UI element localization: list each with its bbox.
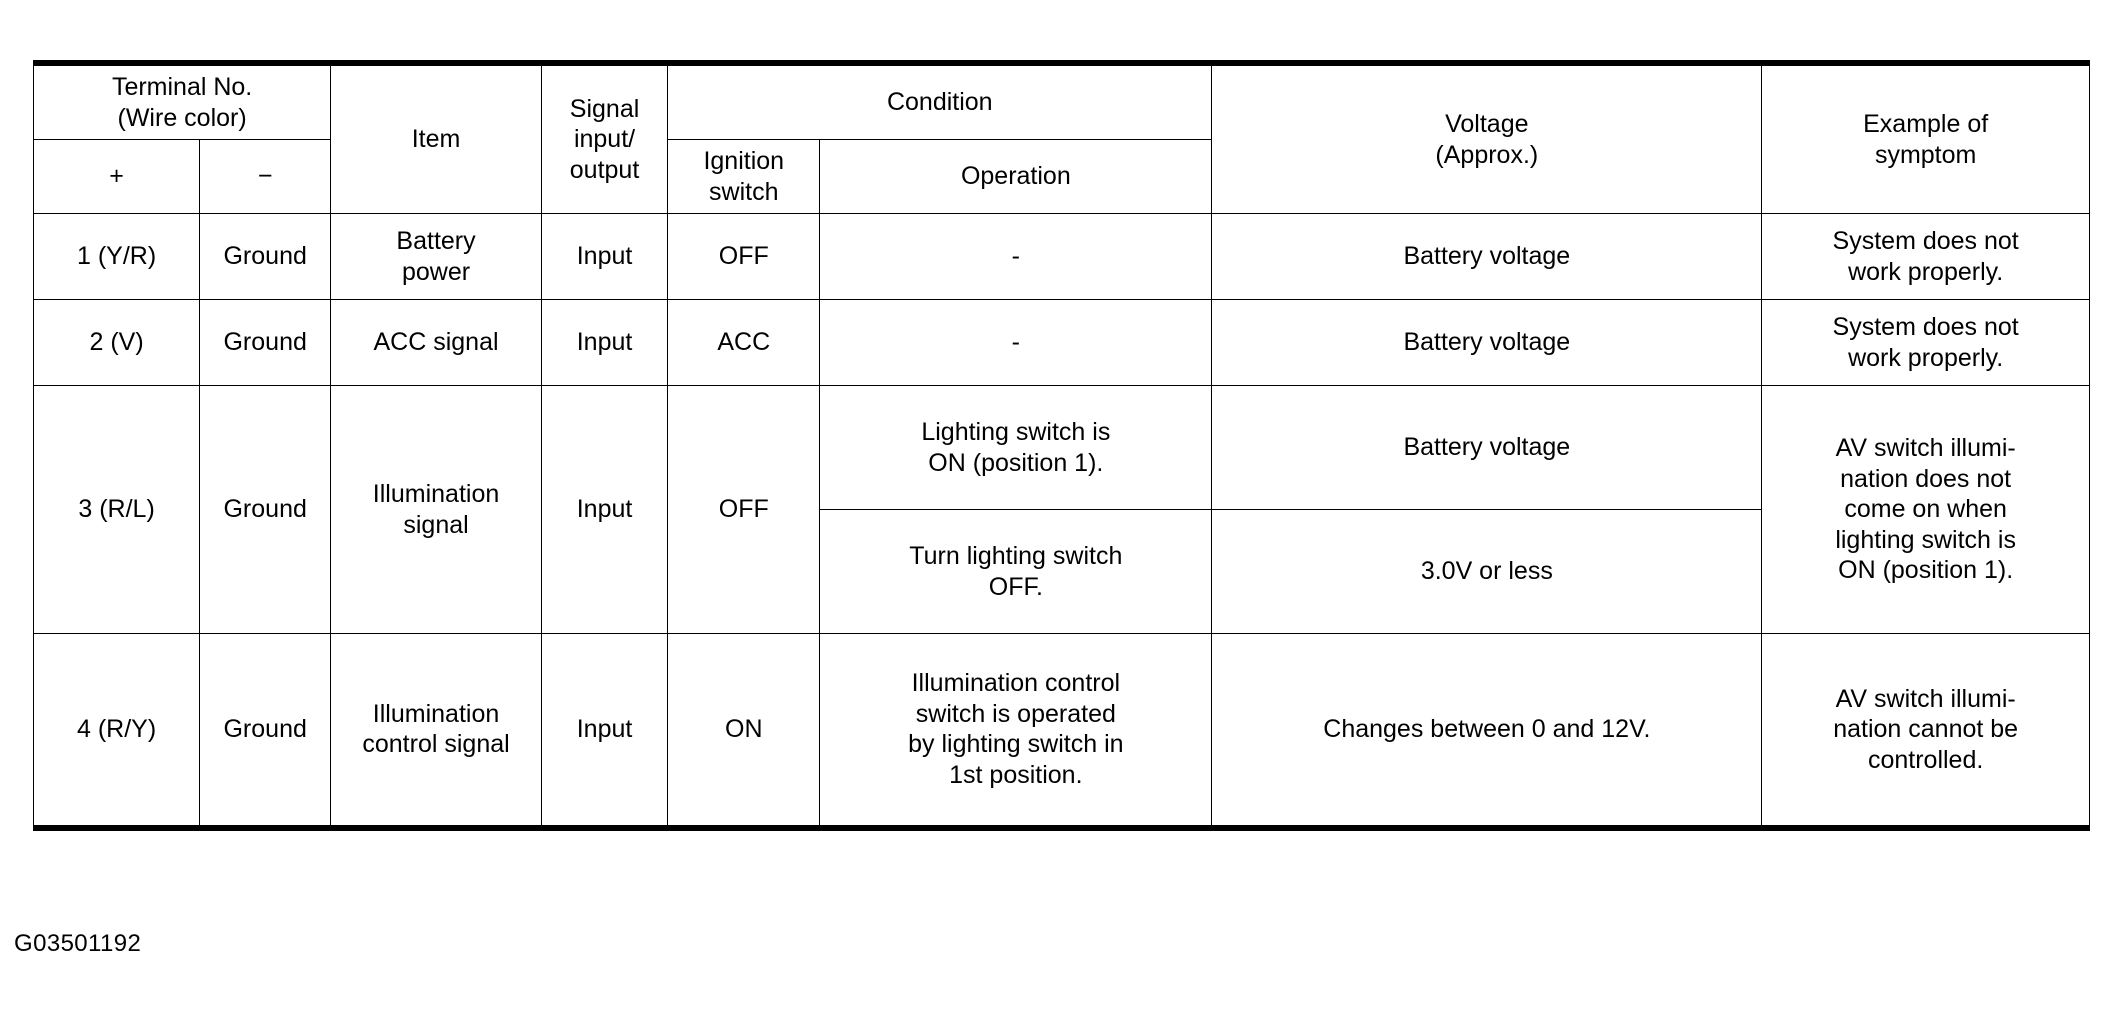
cell-operation-line2: switch is operated — [915, 699, 1116, 728]
cell-symptom: System does not work properly. — [1761, 299, 2090, 386]
cell-terminal-minus: Ground — [199, 633, 332, 828]
cell-terminal-plus: 4 (R/Y) — [32, 633, 201, 828]
cell-signal-io: Input — [540, 213, 669, 300]
cell-terminal-plus: 1 (Y/R) — [32, 213, 201, 300]
header-example-symptom: Example of symptom — [1761, 62, 2090, 214]
cell-voltage: Battery voltage — [1211, 213, 1763, 300]
header-symptom-line2: symptom — [1874, 140, 1977, 169]
table-body: 1 (Y/R) Ground Battery power Input OFF -… — [32, 213, 2090, 828]
cell-operation: Lighting switch is ON (position 1). — [819, 385, 1213, 510]
table-header: Terminal No. (Wire color) Item Signal in… — [32, 62, 2090, 214]
cell-signal-io: Input — [540, 385, 669, 634]
cell-symptom-line4: lighting switch is — [1835, 525, 2016, 554]
cell-ignition-switch: OFF — [667, 385, 821, 634]
figure-code: G03501192 — [14, 930, 142, 957]
cell-symptom: AV switch illumi- nation does not come o… — [1761, 385, 2090, 634]
cell-item: ACC signal — [330, 299, 542, 386]
cell-item-line2: control signal — [362, 730, 510, 759]
cell-voltage: Battery voltage — [1211, 299, 1763, 386]
header-signal-io: Signal input/ output — [540, 62, 669, 214]
table-row: 4 (R/Y) Ground Illumination control sign… — [32, 633, 2090, 828]
cell-item-line1: Illumination — [372, 699, 500, 728]
cell-symptom-line1: AV switch illumi- — [1835, 434, 2016, 463]
cell-symptom-line1: System does not — [1832, 313, 2019, 341]
header-voltage-line2: (Approx.) — [1435, 140, 1539, 169]
cell-ignition-switch: ACC — [667, 299, 821, 386]
cell-voltage: Changes between 0 and 12V. — [1211, 633, 1763, 828]
cell-item-line1: Battery — [396, 227, 476, 255]
cell-operation-line1: Illumination control — [911, 669, 1121, 698]
cell-symptom-line3: come on when — [1844, 495, 2007, 524]
header-terminal-plus: + — [32, 139, 201, 214]
cell-symptom-line2: nation does not — [1840, 464, 2012, 493]
cell-operation-line1: Lighting switch is — [921, 418, 1111, 446]
header-symptom-line1: Example of — [1863, 110, 1989, 138]
header-row-1: Terminal No. (Wire color) Item Signal in… — [32, 62, 2090, 214]
cell-terminal-minus: Ground — [199, 213, 332, 300]
cell-operation-line3: by lighting switch in — [908, 730, 1124, 759]
table-row: 1 (Y/R) Ground Battery power Input OFF -… — [32, 213, 2090, 300]
cell-item-line1: Illumination — [372, 480, 500, 508]
cell-operation-line1: Turn lighting switch — [909, 542, 1123, 570]
cell-signal-io: Input — [540, 299, 669, 386]
cell-operation-line4: 1st position. — [949, 760, 1083, 789]
header-voltage: Voltage (Approx.) — [1211, 62, 1763, 214]
header-item: Item — [330, 62, 542, 214]
table-row: Turn lighting switch OFF. 3.0V or less — [34, 509, 2090, 634]
cell-operation-line2: ON (position 1). — [928, 448, 1104, 477]
header-row-2: + − Ignition switch Operation — [32, 139, 2090, 214]
header-signal-io-line1: Signal — [569, 94, 640, 123]
header-terminal-no-line2: (Wire color) — [117, 103, 247, 132]
cell-voltage: Battery voltage — [1211, 385, 1763, 510]
cell-symptom-line2: nation cannot be — [1833, 715, 2019, 743]
cell-terminal-plus: 3 (R/L) — [32, 385, 201, 634]
cell-operation-line2: OFF. — [988, 572, 1043, 601]
cell-symptom-line3: controlled. — [1867, 745, 1984, 774]
cell-item: Battery power — [330, 213, 542, 300]
cell-symptom-line1: System does not — [1832, 227, 2019, 255]
header-signal-io-line2: input/ — [573, 125, 636, 154]
cell-symptom-line5: ON (position 1). — [1838, 556, 2014, 585]
header-voltage-line1: Voltage — [1445, 110, 1529, 138]
header-operation: Operation — [819, 139, 1213, 214]
cell-item-line2: power — [401, 257, 471, 286]
header-terminal-no-line1: Terminal No. — [111, 73, 253, 101]
terminal-voltage-table: Terminal No. (Wire color) Item Signal in… — [32, 60, 2090, 831]
cell-symptom-line2: work properly. — [1848, 257, 2004, 286]
table-row: 2 (V) Ground ACC signal Input ACC - Batt… — [32, 299, 2090, 386]
cell-operation: Illumination control switch is operated … — [819, 633, 1213, 828]
cell-item-line2: signal — [403, 510, 469, 539]
cell-operation: - — [819, 299, 1213, 386]
cell-symptom-line2: work properly. — [1848, 343, 2004, 372]
table-row: 3 (R/L) Ground Illumination signal Input… — [32, 385, 2090, 634]
header-signal-io-line3: output — [569, 155, 640, 184]
header-terminal-no: Terminal No. (Wire color) — [32, 62, 332, 140]
cell-operation: - — [819, 213, 1213, 300]
cell-ignition-switch: OFF — [667, 213, 821, 300]
header-ignition-switch: Ignition switch — [667, 139, 821, 214]
cell-operation: Turn lighting switch OFF. — [819, 509, 1213, 634]
header-ignition-switch-line1: Ignition — [703, 147, 785, 175]
cell-item: Illumination control signal — [330, 633, 542, 828]
cell-ignition-switch: ON — [667, 633, 821, 828]
header-terminal-minus: − — [199, 139, 332, 214]
header-condition: Condition — [667, 62, 1213, 140]
cell-terminal-plus: 2 (V) — [32, 299, 201, 386]
cell-voltage: 3.0V or less — [1211, 509, 1763, 634]
cell-symptom: AV switch illumi- nation cannot be contr… — [1761, 633, 2090, 828]
cell-symptom-line1: AV switch illumi- — [1835, 684, 2016, 713]
cell-symptom: System does not work properly. — [1761, 213, 2090, 300]
cell-terminal-minus: Ground — [199, 385, 332, 634]
cell-signal-io: Input — [540, 633, 669, 828]
cell-terminal-minus: Ground — [199, 299, 332, 386]
header-ignition-switch-line2: switch — [709, 177, 779, 206]
cell-item: Illumination signal — [330, 385, 542, 634]
